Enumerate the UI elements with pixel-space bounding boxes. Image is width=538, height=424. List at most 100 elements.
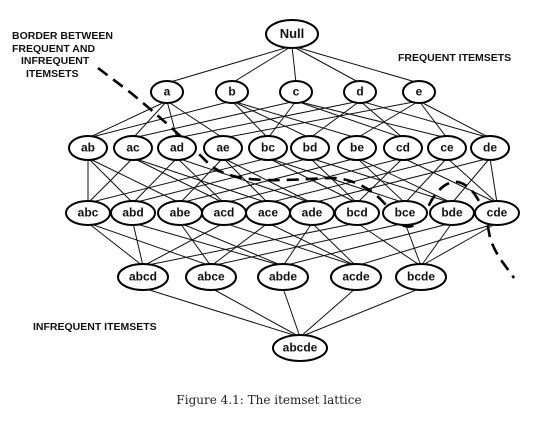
itemset-node: bcd [334, 200, 380, 226]
infrequent-itemsets-label: INFREQUENT ITEMSETS [33, 321, 157, 333]
itemset-node-label: bcde [407, 270, 435, 284]
itemset-node-ellipse [383, 135, 423, 161]
lattice-edge [222, 100, 420, 139]
lattice-edge [210, 222, 406, 267]
itemset-node-ellipse [265, 19, 319, 49]
itemset-node-label: bcd [346, 206, 367, 220]
lattice-edge [282, 222, 453, 267]
itemset-node: abde [257, 263, 309, 291]
itemset-node-label: acd [214, 206, 235, 220]
frequent-itemsets-label: FREQUENT ITEMSETS [398, 52, 512, 64]
itemset-node-ellipse [215, 80, 249, 104]
itemset-node-ellipse [290, 135, 330, 161]
itemset-node-ellipse [185, 263, 237, 291]
itemset-node: bce [382, 200, 428, 226]
itemset-node-ellipse [474, 200, 520, 226]
border-label-line: FREQUENT AND [12, 42, 96, 55]
itemset-node-label: cd [396, 141, 410, 155]
itemset-node: cde [474, 200, 520, 226]
lattice-edges [87, 45, 498, 338]
lattice-edge [132, 100, 297, 139]
itemset-node: ae [203, 135, 243, 161]
itemset-node-label: bce [395, 206, 416, 220]
lattice-edge [446, 157, 498, 204]
border-label: BORDER BETWEEN FREQUENT AND INFREQUENT I… [12, 30, 113, 80]
itemset-node-ellipse [395, 263, 447, 291]
lattice-edge [87, 157, 269, 204]
lattice-edge [404, 157, 448, 204]
lattice-edge [267, 157, 448, 204]
lattice-edge [418, 100, 491, 139]
lattice-edge [267, 222, 357, 267]
border-label-line: ITEMSETS [26, 67, 79, 80]
itemset-node: ad [157, 135, 197, 161]
itemset-node-label: ab [81, 141, 95, 155]
lattice-edge [223, 157, 404, 204]
itemset-node-label: ac [126, 141, 140, 155]
itemset-node-ellipse [382, 200, 428, 226]
itemset-node-ellipse [68, 135, 108, 161]
lattice-edge [420, 222, 498, 267]
lattice-edge [451, 157, 491, 204]
itemset-node-label: abcd [129, 270, 157, 284]
lattice-edge [311, 157, 491, 204]
itemset-node: bde [429, 200, 475, 226]
itemset-node: ace [245, 200, 291, 226]
lattice-edge [176, 157, 225, 204]
itemset-node: e [402, 80, 436, 104]
itemset-node-label: a [164, 85, 171, 99]
itemset-node-ellipse [470, 135, 510, 161]
itemset-node-label: abd [122, 206, 143, 220]
lattice-edge [176, 100, 361, 139]
itemset-node-label: bde [441, 206, 463, 220]
itemset-node-label: abe [170, 206, 191, 220]
lattice-edge [267, 157, 406, 204]
itemset-node-ellipse [117, 263, 169, 291]
itemset-node: abce [185, 263, 237, 291]
lattice-edge [356, 157, 406, 204]
itemset-node-ellipse [203, 135, 243, 161]
itemset-node-ellipse [110, 200, 156, 226]
figure-caption: Figure 4.1: The itemset lattice [176, 393, 362, 407]
itemset-node-label: cde [487, 206, 508, 220]
lattice-edge [404, 222, 422, 267]
itemset-node-label: ad [170, 141, 184, 155]
lattice-edge [166, 100, 224, 139]
itemset-node: abcde [272, 334, 328, 362]
lattice-edge [291, 45, 297, 84]
lattice-edge [132, 157, 178, 204]
lattice-edge [267, 100, 297, 139]
lattice-edge [222, 157, 269, 204]
lattice-edge [355, 222, 498, 267]
lattice-edge [231, 45, 293, 84]
lattice-edge [418, 100, 448, 139]
lattice-edge [295, 100, 448, 139]
lattice-edge [179, 157, 224, 204]
itemset-node-ellipse [150, 80, 184, 104]
lattice-edge [295, 100, 404, 139]
lattice-edge [132, 222, 144, 267]
itemset-node: bc [248, 135, 288, 161]
lattice-edge [356, 157, 404, 204]
itemset-node: Null [265, 19, 319, 49]
itemset-node: ce [427, 135, 467, 161]
lattice-edge [299, 287, 422, 338]
lattice-edge [359, 100, 491, 139]
lattice-edge [291, 45, 361, 84]
itemset-node: bd [290, 135, 330, 161]
lattice-edge [356, 222, 422, 267]
itemset-node-label: be [350, 141, 364, 155]
lattice-edge [176, 157, 313, 204]
lattice-edge [311, 222, 357, 267]
lattice-edge [356, 157, 453, 204]
lattice-edge [87, 157, 134, 204]
itemset-node-ellipse [427, 135, 467, 161]
lattice-edge [142, 287, 301, 338]
lattice-edge [231, 100, 269, 139]
itemset-node: ab [68, 135, 108, 161]
itemset-node-ellipse [157, 135, 197, 161]
itemset-node-label: b [228, 85, 235, 99]
itemset-node: d [343, 80, 377, 104]
lattice-edge [179, 222, 284, 267]
